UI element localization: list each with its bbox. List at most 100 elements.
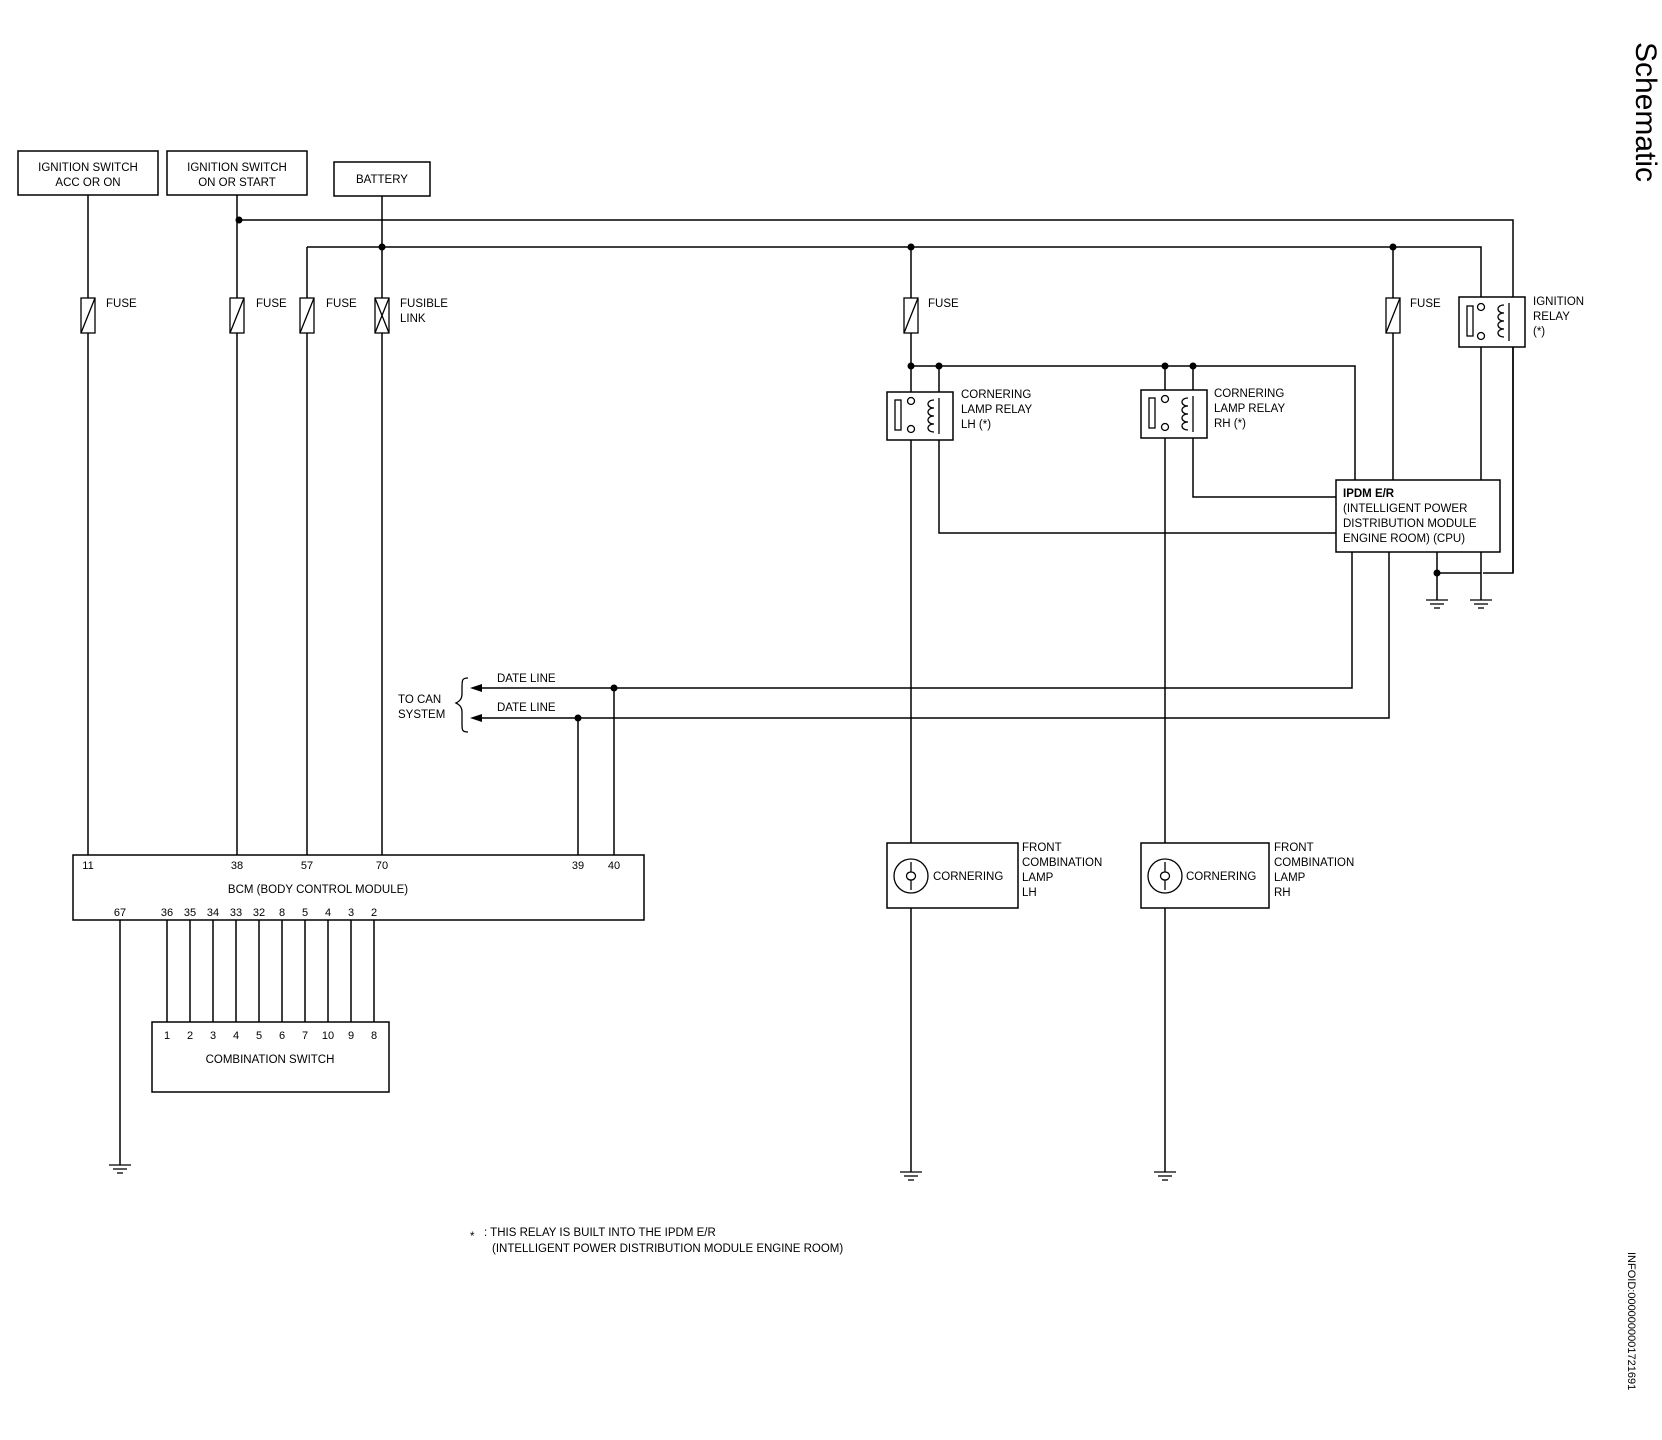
bcm-pin-11: 11 [82,860,93,872]
ipdm-ground-wire [1436,552,1481,600]
footnote-line-1: : THIS RELAY IS BUILT INTO THE IPDM E/R [484,1227,716,1239]
fuse-ign-label: FUSE [256,298,287,310]
fuse-cornering-icon [903,297,919,334]
bcm-pin-39: 39 [572,860,584,872]
combsw-pin-1: 1 [164,1030,170,1042]
can-line-label-1: DATE LINE [497,673,556,685]
page-title: Schematic [1629,42,1662,182]
bcm-pin-40: 40 [608,860,620,872]
ignition-switch-on-box: IGNITION SWITCH ON OR START [166,150,308,196]
bcm-pin-36: 36 [161,907,173,919]
bcm-pin-67: 67 [114,907,126,919]
lamp-lh-label-3: LAMP [1022,872,1054,884]
bcm-pin-38: 38 [231,860,243,872]
bcm-combsw-wires [166,920,375,1022]
junction-dot [1433,569,1441,577]
bcm-pin-32: 32 [253,907,265,919]
bcm-pin-3: 3 [348,907,354,919]
lamp-lh-label-4: LH [1022,887,1037,899]
ign-acc-label-2: ACC OR ON [55,177,120,189]
combsw-pin-6: 6 [279,1030,285,1042]
relay-supply-bus [911,365,1356,480]
lamp-rh-label-3: LAMP [1274,872,1306,884]
relay-rh-label-3: RH (*) [1214,418,1246,430]
footnote-line-2: (INTELLIGENT POWER DISTRIBUTION MODULE E… [492,1243,843,1255]
can-line-label-2: DATE LINE [497,702,556,714]
ign-acc-label-1: IGNITION SWITCH [38,162,138,174]
combsw-pin-3: 3 [210,1030,216,1042]
ignition-relay-label-1: IGNITION [1533,296,1584,308]
combsw-pin-2: 2 [187,1030,193,1042]
bcm-pin-33: 33 [230,907,242,919]
ignition-relay-label-3: (*) [1533,326,1545,338]
battery-label: BATTERY [356,174,408,186]
relay-lh-label-2: LAMP RELAY [961,404,1032,416]
ground-icon [109,1164,131,1174]
junction-dot [610,684,618,692]
combsw-pin-10: 10 [322,1030,334,1042]
bcm-pin-4: 4 [325,907,331,919]
bcm-pin-34: 34 [207,907,219,919]
ignition-switch-acc-box: IGNITION SWITCH ACC OR ON [17,150,159,196]
arrow-icon [470,684,482,692]
ipdm-label-1: IPDM E/R [1343,488,1395,500]
bcm-pin-57: 57 [301,860,313,872]
rh-relay-to-ipdm [1192,438,1336,498]
ignition-relay-label-2: RELAY [1533,311,1570,323]
ipdm-label-3: DISTRIBUTION MODULE [1343,518,1477,530]
to-can-label-1: TO CAN [398,694,441,706]
lamp-rh-label-2: COMBINATION [1274,857,1354,869]
cornering-relay-rh [1140,389,1208,439]
ignition-on-bus [236,195,1514,574]
fuse-ign-icon [229,297,245,334]
ignition-relay [1458,296,1526,348]
lamp-lh-label-2: COMBINATION [1022,857,1102,869]
ipdm-label-4: ENGINE ROOM) (CPU) [1343,533,1465,545]
fusible-link-icon [374,297,390,334]
combsw-pin-4: 4 [233,1030,239,1042]
can-line-low [478,552,1390,719]
front-combination-lamp-rh: CORNERING [1140,842,1270,909]
lamp-lh-label-1: FRONT [1022,842,1062,854]
bcm-pin-8: 8 [279,907,285,919]
combsw-pin-5: 5 [256,1030,262,1042]
footnote-star: * [470,1231,475,1243]
combsw-label: COMBINATION SWITCH [206,1054,335,1066]
relay-lh-label-3: LH (*) [961,419,991,431]
ipdm-label-2: (INTELLIGENT POWER [1343,503,1467,515]
cornering-relay-lh [886,391,954,441]
ipdm-box: IPDM E/R (INTELLIGENT POWER DISTRIBUTION… [1335,479,1501,553]
combsw-pin-8: 8 [371,1030,377,1042]
fuse-acc-icon [80,297,96,334]
ground-icon [900,1171,922,1181]
to-can-label-2: SYSTEM [398,709,445,721]
combsw-pin-9: 9 [348,1030,354,1042]
fusible-link-label-1: FUSIBLE [400,298,448,310]
lh-relay-to-ipdm [938,440,1336,534]
relay-rh-label-2: LAMP RELAY [1214,403,1285,415]
can-line-high [478,552,1353,689]
battery-box: BATTERY [333,161,431,197]
bcm-box: 11 38 57 70 39 40 BCM (BODY CONTROL MODU… [72,854,645,921]
combination-switch-box: 1 2 3 4 5 6 7 10 9 8 COMBINATION SWITCH [151,1021,390,1093]
bcm-pin-2: 2 [371,907,377,919]
combsw-pin-7: 7 [302,1030,308,1042]
lamp-rh-cornering: CORNERING [1186,871,1256,883]
fuse-batt-icon [299,297,315,334]
bcm-pin-35: 35 [184,907,196,919]
ground-icon [1426,599,1448,609]
relay-rh-label-1: CORNERING [1214,388,1284,400]
fuse-acc-label: FUSE [106,298,137,310]
bracket-icon [454,677,469,733]
bcm-label: BCM (BODY CONTROL MODULE) [228,884,408,896]
info-id: INFOID:0000000001721691 [1625,1252,1637,1390]
junction-dot [574,714,582,722]
fuse-ipdm-label: FUSE [1410,298,1441,310]
front-combination-lamp-lh: CORNERING [886,842,1019,909]
ign-on-label-1: IGNITION SWITCH [187,162,287,174]
fuse-batt-label: FUSE [326,298,357,310]
ground-icon [1470,599,1492,609]
bcm-pin-70: 70 [376,860,388,872]
fusible-link-label-2: LINK [400,313,426,325]
